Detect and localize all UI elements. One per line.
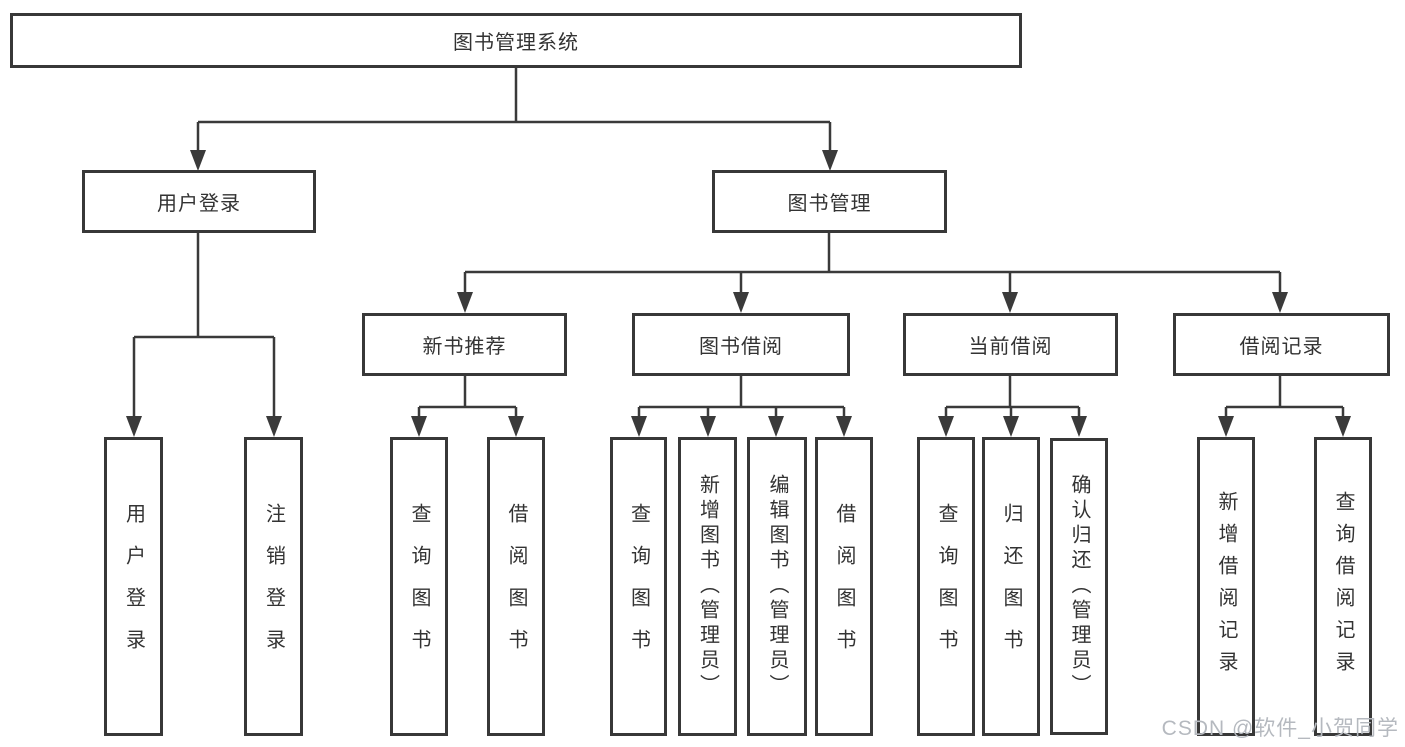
node-label: 当前借阅 [968,336,1053,358]
leaf-add-borrow-record: 新增借阅记录 [1197,437,1255,736]
leaf-borrow-books-recommend: 借阅图书 [487,437,545,736]
node-label: 图书管理 [787,193,872,215]
node-label: 编辑图书（管理员） [766,474,788,699]
node-new-book-recommendation: 新书推荐 [362,313,567,376]
leaf-user-login: 用户登录 [104,437,163,736]
leaf-query-books-borrowing: 查询图书 [610,437,667,736]
node-label: 查询图书 [627,502,650,671]
leaf-confirm-return-admin: 确认归还（管理员） [1050,438,1108,735]
node-label: 用户登录 [157,193,241,215]
node-label: 借阅图书 [833,502,855,671]
node-user-login: 用户登录 [82,170,316,233]
node-book-management: 图书管理 [712,170,947,233]
leaf-return-books: 归还图书 [982,437,1040,736]
node-label: 用户登录 [122,502,145,671]
node-library-management-system: 图书管理系统 [10,13,1022,68]
leaf-logout: 注销登录 [244,437,303,736]
node-label: 借阅图书 [505,502,527,671]
leaf-borrow-books-borrowing: 借阅图书 [815,437,873,736]
node-label: 图书借阅 [699,336,783,358]
node-borrowing-records: 借阅记录 [1173,313,1390,376]
node-current-borrowing: 当前借阅 [903,313,1118,376]
leaf-edit-books-admin: 编辑图书（管理员） [747,437,807,736]
node-label: 查询图书 [935,502,957,671]
node-label: 图书管理系统 [453,32,579,54]
leaf-query-books-recommend: 查询图书 [390,437,448,736]
node-label: 查询图书 [408,502,430,671]
node-label: 归还图书 [1000,502,1022,671]
leaf-query-books-current: 查询图书 [917,437,975,736]
node-label: 注销登录 [262,502,285,671]
node-label: 确认归还（管理员） [1068,474,1090,699]
node-label: 新书推荐 [422,336,507,358]
node-label: 借阅记录 [1239,336,1324,358]
node-label: 查询借阅记录 [1332,490,1354,683]
leaf-query-borrow-record: 查询借阅记录 [1314,437,1372,736]
leaf-add-books-admin: 新增图书（管理员） [678,437,737,736]
node-book-borrowing: 图书借阅 [632,313,850,376]
node-label: 新增图书（管理员） [696,474,719,699]
node-label: 新增借阅记录 [1215,490,1237,683]
